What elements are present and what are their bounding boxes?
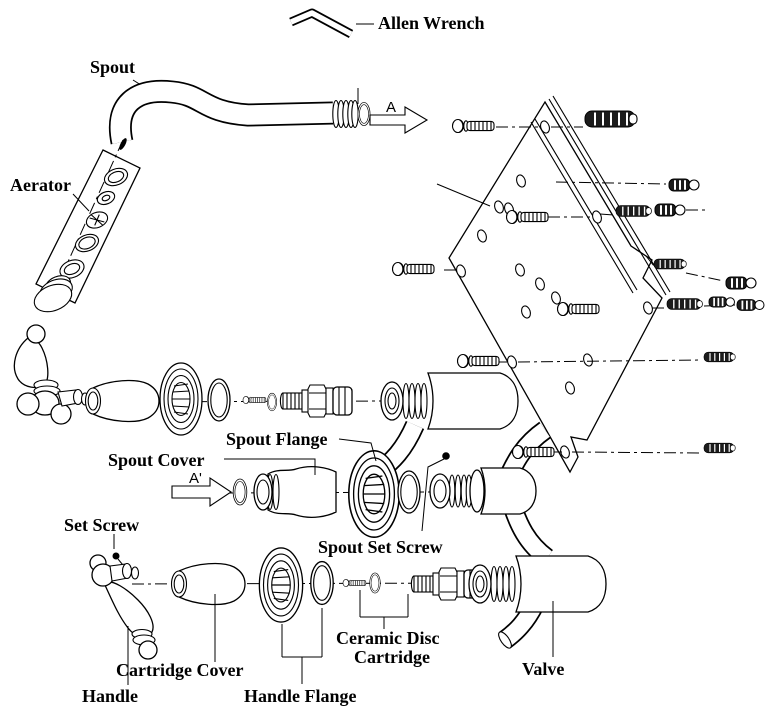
- pipe-open-end: [498, 631, 512, 649]
- wall-anchor: [584, 110, 638, 128]
- aerator-leader: [72, 193, 90, 212]
- section-arrow-a-prime: [171, 476, 232, 508]
- valve-bottom: [468, 555, 607, 613]
- mounting-screw: [456, 353, 500, 369]
- wall-anchor: [654, 203, 686, 217]
- spout-set-screw-leader: [421, 458, 445, 532]
- section-a-label: A: [386, 99, 396, 116]
- mounting-screw: [556, 301, 600, 317]
- handle-assembly-bottom-group: Set Screw Handle Cartridge Cover: [64, 515, 607, 706]
- ceramic-cartridge-leader: [359, 590, 409, 629]
- cartridge-screw-bottom: [342, 579, 367, 587]
- handle-top-drawing: [13, 324, 90, 425]
- aerator-centerline: [47, 139, 124, 307]
- spout-tee-drawing: [429, 467, 537, 515]
- handle-oring-bottom: [310, 560, 334, 606]
- wall-anchor: [703, 351, 736, 363]
- valve-top: [380, 372, 519, 430]
- ceramic-disc-label-line2: Cartridge: [354, 647, 430, 667]
- cartridge-screw-top: [242, 396, 267, 404]
- spout-set-screw-drawing: [442, 452, 450, 460]
- spout-group: Spout A: [90, 57, 429, 150]
- wall-anchor: [653, 258, 687, 270]
- wall-anchor: [725, 276, 757, 290]
- aerator-group: Aerator: [10, 139, 141, 313]
- allen-wrench-label: Allen Wrench: [378, 13, 485, 33]
- handle-flange-top: [159, 362, 203, 436]
- set-screw-drawing: [112, 552, 120, 560]
- spout-oring: [357, 102, 371, 126]
- mounting-screw: [511, 444, 555, 460]
- wall-anchor: [708, 296, 736, 308]
- allen-wrench-group: Allen Wrench: [289, 8, 485, 38]
- spout-flange-drawing: [348, 450, 400, 538]
- spout-assembly-middle-group: A' Spout Cover Spout: [108, 421, 555, 567]
- valve-label: Valve: [522, 659, 564, 679]
- handle-flange-bottom: [258, 547, 304, 623]
- mounting-screw: [451, 118, 495, 134]
- handle-flange-label: Handle Flange: [244, 686, 357, 706]
- mounting-plate: [448, 100, 663, 474]
- handle-label: Handle: [82, 686, 138, 706]
- cartridge-cover-top: [84, 379, 160, 423]
- section-arrow-a: [369, 106, 429, 134]
- plate-thickness-lines: [548, 95, 671, 296]
- spout-flange-label: Spout Flange: [226, 429, 328, 449]
- spout-flange-leader: [338, 438, 377, 462]
- spout-cover-leader: [224, 458, 316, 475]
- handle-flange-leader: [281, 608, 323, 684]
- cartridge-cover-label: Cartridge Cover: [116, 660, 243, 680]
- small-oring-bottom: [369, 572, 381, 594]
- fastener-centerlines: [444, 126, 736, 454]
- spout-tip-opening: [119, 138, 127, 150]
- handle-bottom-drawing: [89, 554, 158, 660]
- mounting-screw: [391, 261, 435, 277]
- spout-cover-drawing: [253, 466, 337, 518]
- wall-anchor: [666, 297, 704, 311]
- cartridge-cover-bottom: [170, 562, 246, 606]
- plate-fold-lines: [530, 118, 638, 294]
- aerator-label: Aerator: [10, 175, 71, 195]
- plate-leader-line: [436, 183, 491, 207]
- small-oring-top: [267, 392, 277, 412]
- spout-set-screw-label: Spout Set Screw: [318, 537, 443, 557]
- set-screw-label: Set Screw: [64, 515, 139, 535]
- handle-oring-top: [207, 378, 231, 422]
- aerator-parts: [33, 167, 129, 313]
- wall-anchor: [736, 298, 765, 312]
- spout-label: Spout: [90, 57, 135, 77]
- spout-threads: [332, 99, 359, 129]
- spout-cover-label: Spout Cover: [108, 450, 205, 470]
- mounting-plate-group: [391, 95, 765, 474]
- aerator-box: [35, 149, 141, 304]
- wall-anchor: [703, 442, 736, 454]
- ceramic-disc-label-line1: Ceramic Disc: [336, 628, 439, 648]
- mounting-screw: [505, 209, 549, 225]
- section-a-prime-label: A': [189, 470, 202, 487]
- handle-assembly-top-group: [13, 324, 519, 481]
- spout-flange-oring: [397, 470, 421, 514]
- wall-anchor: [615, 204, 653, 218]
- wall-anchor: [668, 178, 700, 192]
- spout-cover-oring: [232, 478, 248, 506]
- ceramic-cartridge-top: [279, 384, 353, 418]
